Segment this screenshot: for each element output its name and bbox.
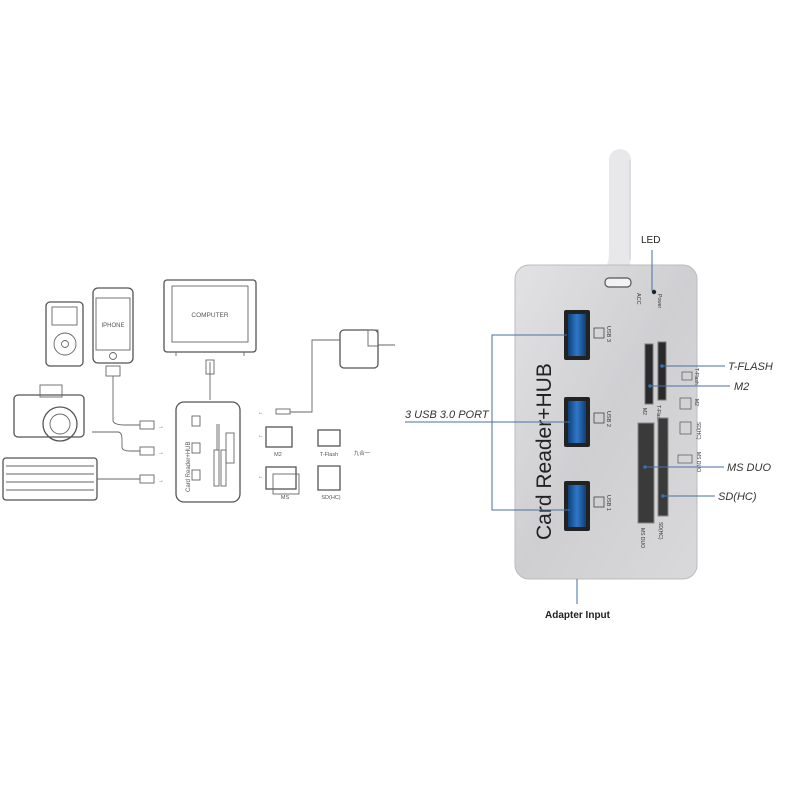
- computer-label: COMPUTER: [191, 312, 229, 319]
- nine-in-one-label: 九合一: [354, 449, 371, 457]
- hub-sketch: Card Reader+HUB: [175, 401, 241, 503]
- svg-text:→: →: [158, 424, 164, 430]
- usb-port-1[interactable]: USB 1: [564, 481, 611, 531]
- product-cable: [607, 149, 631, 277]
- iphone-label: IPHONE: [101, 323, 124, 329]
- m2-callout: M2: [734, 381, 749, 393]
- usb-icon: [593, 496, 605, 508]
- tflash-card-icon: [681, 371, 693, 381]
- usb-1-label: USB 1: [605, 495, 611, 511]
- svg-text:←: ←: [258, 410, 264, 416]
- msduo-slot[interactable]: MS DUO: [637, 422, 655, 548]
- tflash-slot-label: T-Flash: [655, 405, 661, 422]
- power-led: Power: [651, 289, 662, 309]
- m2-slot-label: M2: [641, 408, 647, 415]
- usb-icon: [593, 412, 605, 424]
- m2-card-label: M2: [274, 452, 282, 458]
- slot-icons: T-Flash M2 SD(HC) MS DUO: [677, 368, 701, 472]
- m2-slot[interactable]: M2: [641, 343, 654, 415]
- leader-lines: [405, 250, 730, 604]
- led-callout: LED: [641, 235, 660, 246]
- acc-port[interactable]: ACC: [604, 277, 641, 305]
- sd-card-icon: [679, 421, 692, 435]
- keyboard-icon: [2, 457, 98, 501]
- usb-icon: [593, 327, 605, 339]
- power-adapter-icon: ←: [258, 329, 395, 416]
- ms-card-label: MS: [281, 495, 290, 501]
- tflash-callout: T-FLASH: [728, 361, 773, 373]
- msduo-card-icon: [677, 454, 693, 464]
- svg-text:←: ←: [258, 433, 264, 439]
- msduo-icon-label: MS DUO: [695, 452, 701, 472]
- m2-card-icon: [679, 397, 692, 410]
- camera-icon: [13, 384, 85, 442]
- arrows: → → → ← ←: [158, 424, 264, 484]
- tflash-icon-label: T-Flash: [693, 368, 699, 385]
- usb-port-3[interactable]: USB 3: [564, 310, 611, 360]
- svg-text:←: ←: [258, 474, 264, 480]
- hub-sketch-label: Card Reader+HUB: [186, 441, 192, 492]
- usb-3-label: USB 3: [605, 326, 611, 342]
- sdhc-card-label: SD(HC): [321, 495, 340, 501]
- hub-title: Card Reader+HUB: [533, 363, 556, 540]
- cards-sketch: M2 T-Flash 九合一 MS SD(HC): [265, 426, 371, 501]
- tflash-card-label: T-Flash: [320, 452, 338, 458]
- sdhc-slot-label: SD(HC): [657, 522, 663, 540]
- svg-text:→: →: [158, 450, 164, 456]
- acc-label: ACC: [635, 293, 641, 305]
- ipod-icon: [45, 301, 84, 367]
- power-label: Power: [656, 294, 662, 309]
- tflash-slot[interactable]: T-Flash: [655, 341, 667, 422]
- m2-icon-label: M2: [693, 399, 699, 406]
- sdhc-callout: SD(HC): [718, 491, 757, 503]
- msduo-slot-label: MS DUO: [639, 528, 645, 548]
- svg-text:→: →: [158, 478, 164, 484]
- usb-port-2[interactable]: USB 2: [564, 397, 611, 447]
- iphone-icon: IPHONE: [92, 287, 134, 377]
- usb-2-label: USB 2: [605, 411, 611, 427]
- cables: [92, 359, 215, 484]
- computer-icon: COMPUTER: [163, 279, 257, 356]
- sdhc-icon-label: SD(HC): [695, 422, 701, 440]
- usb-port-callout: 3 USB 3.0 PORT: [405, 409, 490, 421]
- msduo-callout: MS DUO: [727, 462, 771, 474]
- adapter-input-callout: Adapter Input: [545, 610, 611, 621]
